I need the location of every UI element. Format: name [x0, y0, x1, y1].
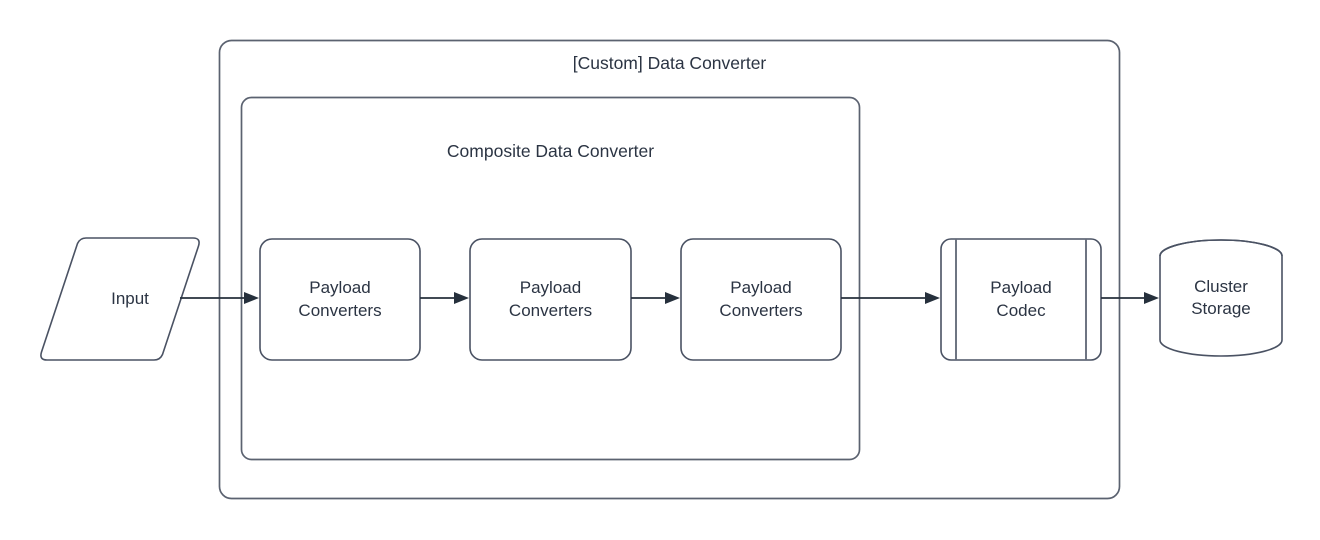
edge-codec-to-storage-arrowhead	[1144, 292, 1159, 304]
node-payload-codec-shape[interactable]	[940, 238, 1102, 361]
node-payload-converters-3-shape[interactable]	[680, 238, 842, 361]
edge-pc3-to-codec-arrowhead	[925, 292, 940, 304]
node-cluster-storage-body[interactable]	[1159, 239, 1283, 357]
node-cluster-storage-top-ellipse	[1159, 239, 1283, 257]
edge-pc1-to-pc2-arrowhead	[454, 292, 469, 304]
edge-input-to-pc1-arrowhead	[244, 292, 259, 304]
node-payload-converters-1-shape[interactable]	[259, 238, 421, 361]
edge-pc2-to-pc3-arrowhead	[665, 292, 680, 304]
container-custom-data-converter[interactable]	[218, 39, 1121, 500]
container-composite-data-converter[interactable]	[240, 96, 861, 461]
node-payload-converters-2-shape[interactable]	[469, 238, 632, 361]
node-input-shape[interactable]	[40, 237, 200, 361]
